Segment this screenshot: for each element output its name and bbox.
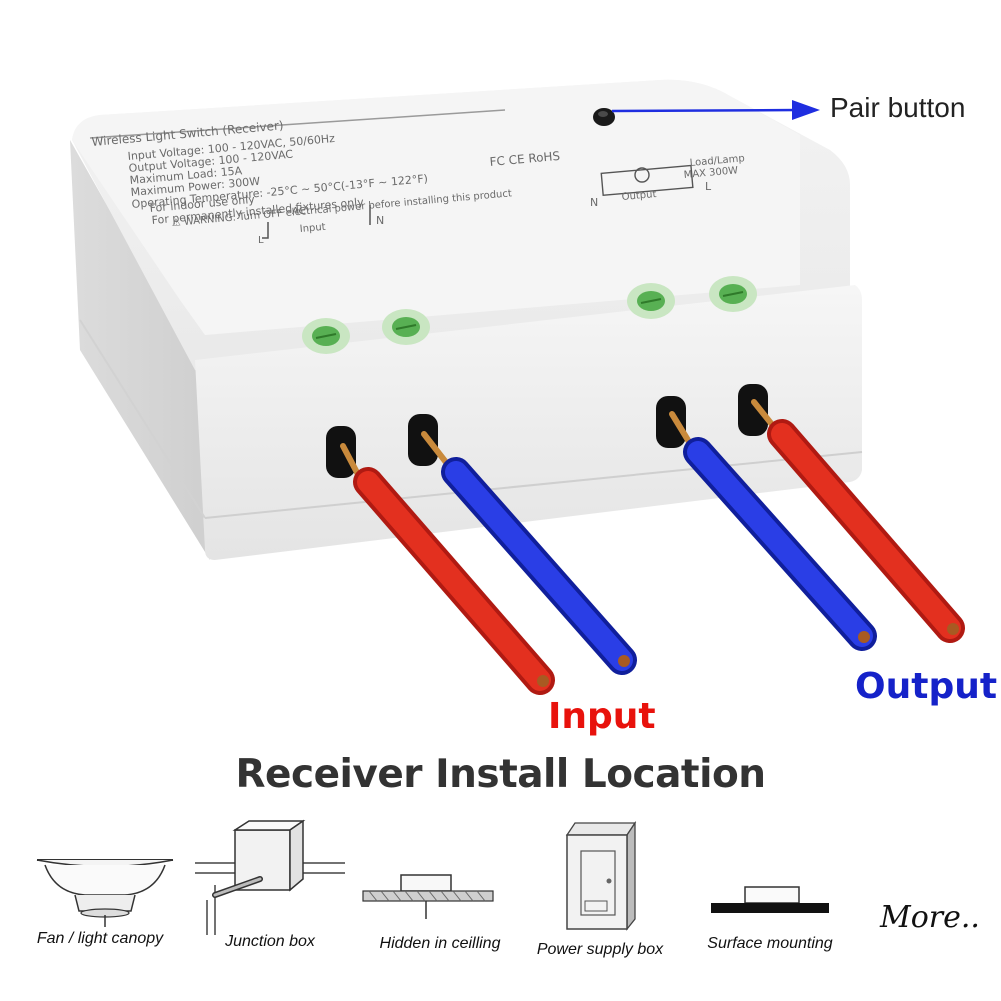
terminal-screws bbox=[302, 276, 757, 354]
output-label: Output bbox=[855, 666, 998, 707]
pair-button[interactable] bbox=[593, 108, 615, 126]
terminal-screw bbox=[709, 276, 757, 312]
location-label: Junction box bbox=[225, 933, 315, 950]
location-label: Fan / light canopy bbox=[36, 930, 164, 947]
location-hidden-ceiling: Hidden in ceilling bbox=[355, 815, 525, 975]
location-label: Surface mounting bbox=[707, 935, 833, 952]
output-neutral-wire bbox=[683, 437, 877, 651]
output-live-wire bbox=[767, 419, 965, 643]
location-surface-mounting: Surface mounting bbox=[685, 815, 855, 975]
input-terminal-l: L bbox=[258, 235, 264, 246]
more-locations-text: More.. bbox=[880, 900, 980, 935]
output-terminal-load: Load/Lamp bbox=[689, 153, 745, 169]
ceiling-canopy-icon bbox=[36, 859, 174, 927]
input-live-wire bbox=[353, 467, 555, 695]
surface-mount-icon bbox=[711, 886, 829, 913]
output-terminal-max: MAX 300W bbox=[683, 165, 738, 181]
output-terminal-n: N bbox=[590, 196, 598, 209]
location-label: Power supply box bbox=[536, 941, 664, 958]
pair-button-label: Pair button bbox=[830, 92, 966, 123]
wire-hole bbox=[326, 426, 356, 478]
receiver-device-illustration: Wireless Light Switch (Receiver) Input V… bbox=[70, 79, 965, 695]
location-power-supply-box: Power supply box bbox=[515, 815, 685, 975]
output-terminal-output: Output bbox=[621, 189, 657, 203]
input-terminal-n: N bbox=[376, 214, 384, 227]
terminal-screw bbox=[302, 318, 350, 354]
section-title: Receiver Install Location bbox=[235, 752, 766, 797]
wire-hole bbox=[738, 384, 768, 436]
output-terminal-l: L bbox=[705, 180, 712, 193]
terminal-screw bbox=[382, 309, 430, 345]
device-printed-label: Wireless Light Switch (Receiver) Input V… bbox=[91, 118, 745, 246]
wire-holes bbox=[326, 384, 768, 478]
wire-hole bbox=[656, 396, 686, 448]
input-neutral-wire bbox=[441, 457, 637, 675]
ceiling-hidden-icon bbox=[362, 874, 494, 919]
power-supply-box-icon bbox=[565, 820, 637, 931]
input-terminal-ac: AC bbox=[292, 206, 306, 217]
wire-hole bbox=[408, 414, 438, 466]
input-label: Input bbox=[548, 696, 656, 737]
location-label: Hidden in ceilling bbox=[379, 935, 501, 952]
cert-marks: FC CE RoHS bbox=[489, 149, 561, 169]
pair-button-arrow bbox=[611, 100, 820, 120]
wires bbox=[353, 419, 965, 695]
terminal-screw bbox=[627, 283, 675, 319]
location-fan-canopy: Fan / light canopy bbox=[15, 815, 185, 975]
location-junction-box: Junction box bbox=[185, 815, 355, 975]
junction-box-icon bbox=[195, 819, 345, 935]
input-terminal-input: Input bbox=[299, 222, 326, 235]
